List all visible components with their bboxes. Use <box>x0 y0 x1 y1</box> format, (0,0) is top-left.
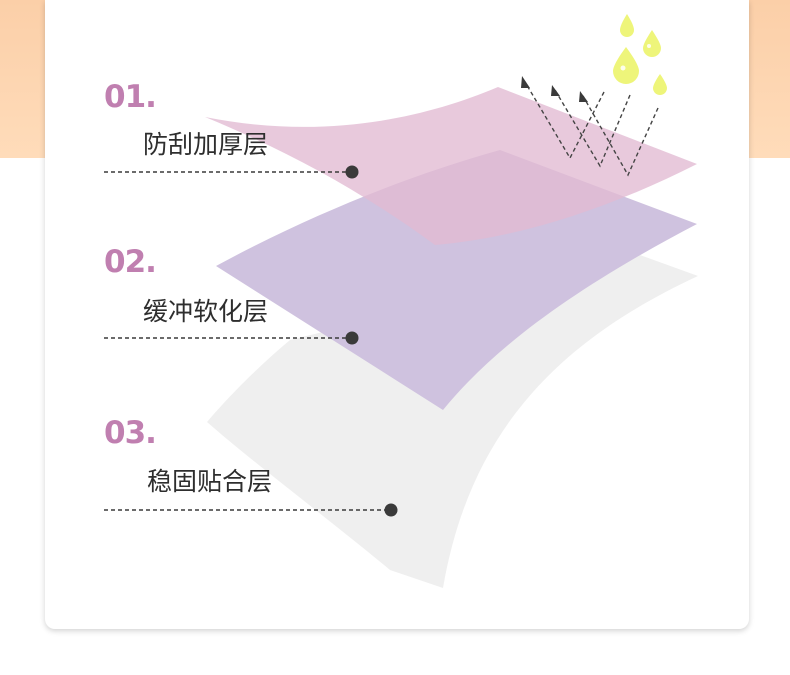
layer-1-number: 01. <box>104 79 157 115</box>
layer-1-sheet <box>205 87 697 245</box>
water-droplet-icon <box>613 14 667 95</box>
layer-3-pointer-dot <box>384 503 398 517</box>
layer-1-pointer-dot <box>345 165 359 179</box>
layer-2-pointer-dot <box>345 331 359 345</box>
layer-2-number: 02. <box>104 244 157 280</box>
layer-2-name: 缓冲软化层 <box>143 297 269 326</box>
layer-3-number: 03. <box>104 415 157 451</box>
layer-3-name: 稳固贴合层 <box>147 467 273 496</box>
deflection-arrow-icon <box>524 81 659 177</box>
layer-2-sheet <box>216 150 697 410</box>
layer-1-name: 防刮加厚层 <box>143 130 269 159</box>
